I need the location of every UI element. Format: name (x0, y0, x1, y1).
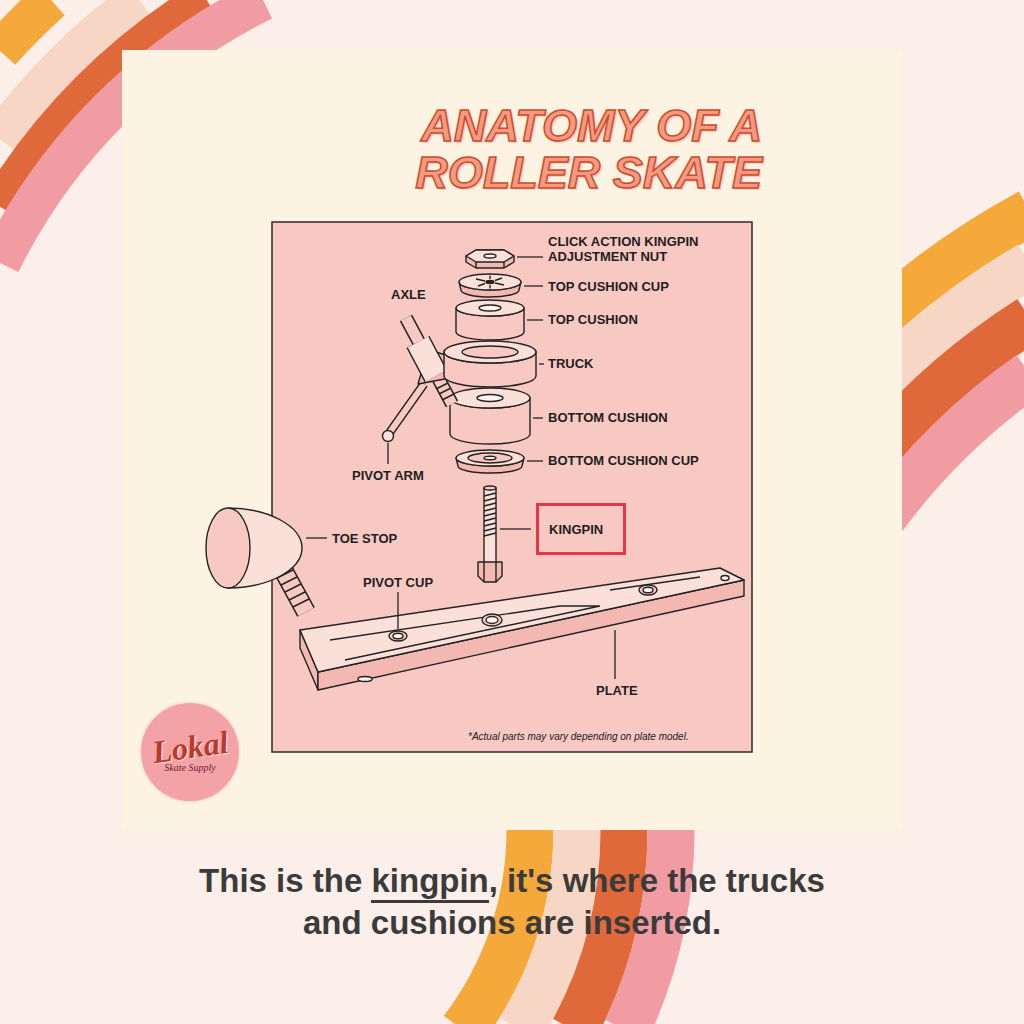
truck-drawing (383, 431, 394, 442)
adjustment-nut-drawing (484, 254, 496, 258)
top-cushion-cup-drawing (486, 281, 494, 284)
bottom-cushion-cup-drawing (484, 456, 496, 460)
leader-lines (533, 417, 543, 418)
truck-drawing (390, 384, 424, 432)
truck-drawing (418, 342, 436, 376)
adjustment-nut-drawing (466, 250, 514, 262)
leader-lines (527, 319, 543, 320)
top-cushion-drawing (456, 300, 524, 340)
leader-lines (527, 460, 543, 461)
skate-illustration (206, 250, 744, 690)
toe-stop-drawing (206, 508, 250, 588)
kingpin-drawing (478, 486, 502, 582)
bottom-cushion-cup-drawing (456, 450, 524, 466)
part-label: AXLE (391, 287, 426, 302)
kingpin-drawing (484, 493, 496, 536)
kingpin-drawing (484, 486, 496, 490)
toe-stop-drawing (282, 568, 306, 612)
plate-drawing (300, 568, 744, 690)
toe-stop-drawing (282, 568, 306, 612)
top-cushion-drawing (479, 305, 501, 311)
logo-badge: LokalSkate Supply (138, 700, 242, 804)
part-label: TOP CUSHION CUP (548, 279, 669, 294)
part-label: BOTTOM CUSHION (548, 410, 668, 425)
part-label: CLICK ACTION KINGPIN ADJUSTMENT NUT (548, 234, 728, 264)
kingpin-drawing (484, 488, 496, 564)
underline (371, 900, 488, 903)
stripe (0, 0, 51, 51)
truck-drawing (436, 383, 454, 400)
caption: This is the kingpin, it's where the truc… (182, 860, 842, 944)
part-label: PIVOT CUP (363, 575, 433, 590)
title: ANATOMY OF A ROLLER SKATE (322, 102, 762, 196)
plate-drawing (639, 585, 657, 595)
part-label: PLATE (596, 683, 638, 698)
part-label: PIVOT ARM (352, 468, 424, 483)
leader-lines (614, 630, 615, 679)
leader-lines (517, 256, 543, 257)
top-cushion-cup-drawing (459, 274, 521, 297)
bottom-cushion-cup-drawing (456, 450, 524, 473)
badge-circle (140, 702, 240, 802)
top-cushion-cup-drawing (459, 274, 521, 290)
bottom-cushion-drawing (450, 388, 530, 444)
truck-drawing (390, 384, 424, 432)
adjustment-nut-drawing (476, 262, 504, 268)
top-cushion-cup-drawing (476, 276, 504, 289)
leader-lines (397, 592, 398, 629)
part-label: TOP CUSHION (548, 312, 638, 327)
plate-drawing (721, 576, 729, 581)
leader-lines (524, 285, 543, 286)
kingpin-drawing (478, 562, 502, 582)
bottom-cushion-cup-drawing (468, 453, 512, 463)
plate-drawing (486, 617, 498, 624)
leader-lines (306, 537, 327, 538)
footnote: *Actual parts may vary depending on plat… (468, 731, 689, 743)
node-text: KINGPIN (549, 522, 603, 537)
bottom-cushion-drawing (477, 395, 503, 402)
part-label: TRUCK (548, 356, 594, 371)
part-label: BOTTOM CUSHION CUP (548, 453, 699, 468)
adjustment-nut-drawing (466, 250, 514, 268)
adjustment-nut-drawing (466, 250, 514, 268)
truck-drawing (444, 341, 536, 363)
top-cushion-drawing (456, 300, 524, 316)
plate-drawing (393, 633, 403, 639)
truck-drawing (418, 342, 436, 376)
part-label: TOE STOP (332, 531, 397, 546)
plate-drawing (300, 568, 744, 672)
bottom-cushion-drawing (450, 388, 530, 408)
toe-stop-drawing (206, 508, 309, 612)
truck-drawing (462, 346, 518, 358)
callout-box: KINGPIN (536, 503, 626, 555)
leader-lines (387, 443, 388, 464)
panel (122, 50, 902, 830)
leader-lines (539, 363, 544, 364)
node-subtext: Skate Supply (164, 762, 215, 774)
plate-drawing (389, 631, 407, 641)
leader-lines (500, 528, 531, 529)
plate-drawing (643, 587, 653, 593)
kingpin-drawing (484, 562, 496, 582)
diagram-frame (272, 222, 752, 752)
plate-drawing (358, 677, 372, 682)
plate-drawing (482, 614, 502, 626)
